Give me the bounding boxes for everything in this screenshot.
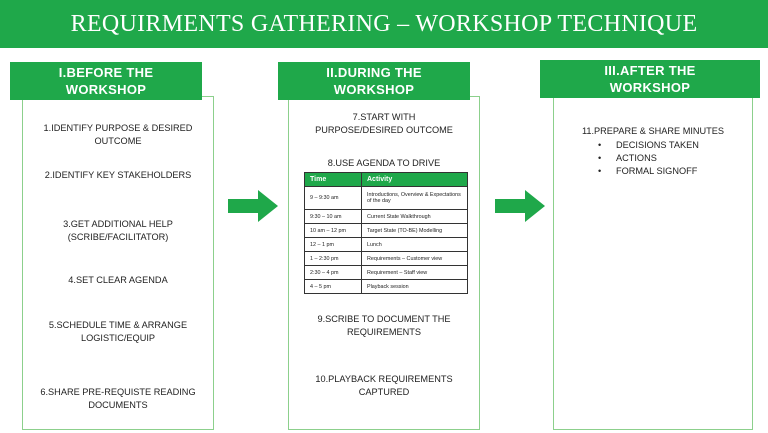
heading-line: WORKSHOP: [333, 82, 415, 97]
table-row: 4 – 5 pm Playback session: [304, 279, 468, 294]
arrow-right-icon: [495, 190, 545, 222]
step-text: DOCUMENTS: [88, 400, 148, 410]
table-header-row: Time Activity: [304, 172, 468, 187]
list-item: DECISIONS TAKEN: [598, 139, 699, 152]
step-text: 8.USE AGENDA TO DRIVE: [327, 158, 441, 168]
time-cell: 1 – 2:30 pm: [304, 251, 362, 266]
step-10: 10.PLAYBACK REQUIREMENTS CAPTURED: [278, 373, 490, 399]
step-7: 7.START WITH PURPOSE/DESIRED OUTCOME: [278, 111, 490, 137]
step-text: 6.SHARE PRE-REQUISTE READING: [40, 387, 196, 397]
step-text: PURPOSE/DESIRED OUTCOME: [315, 125, 453, 135]
step-3: 3.GET ADDITIONAL HELP (SCRIBE/FACILITATO…: [22, 218, 214, 244]
step-text: 9.SCRIBE TO DOCUMENT THE: [317, 314, 451, 324]
column-header-activity: Activity: [361, 172, 468, 187]
before-workshop-panel: [22, 96, 214, 430]
heading-line: WORKSHOP: [65, 82, 147, 97]
step-11: 11.PREPARE & SHARE MINUTES: [553, 125, 753, 138]
activity-cell: Target State (TO-BE) Modelling: [361, 223, 468, 238]
time-cell: 9 – 9:30 am: [304, 186, 362, 210]
step-text: CAPTURED: [358, 387, 410, 397]
step-text: REQUIREMENTS: [346, 327, 422, 337]
activity-cell: Lunch: [361, 237, 468, 252]
after-workshop-heading: III.AFTER THE WORKSHOP: [540, 60, 760, 98]
time-cell: 2:30 – 4 pm: [304, 265, 362, 280]
list-item: FORMAL SIGNOFF: [598, 165, 699, 178]
step-text: 2.IDENTIFY KEY STAKEHOLDERS: [44, 170, 192, 180]
activity-cell: Introductions, Overview & Expectations o…: [361, 186, 468, 210]
activity-cell: Playback session: [361, 279, 468, 294]
step-9: 9.SCRIBE TO DOCUMENT THE REQUIREMENTS: [278, 313, 490, 339]
table-row: 12 – 1 pm Lunch: [304, 237, 468, 252]
table-row: 1 – 2:30 pm Requirements – Customer view: [304, 251, 468, 266]
heading-line: II.DURING THE: [326, 65, 422, 80]
step-6: 6.SHARE PRE-REQUISTE READING DOCUMENTS: [22, 386, 214, 412]
step-text: 5.SCHEDULE TIME & ARRANGE: [48, 320, 188, 330]
activity-cell: Requirement – Staff view: [361, 265, 468, 280]
step-text: OUTCOME: [94, 136, 142, 146]
step-text: 11.PREPARE & SHARE MINUTES: [581, 126, 725, 136]
step-text: (SCRIBE/FACILITATOR): [67, 232, 169, 242]
step-text: 4.SET CLEAR AGENDA: [68, 275, 168, 285]
list-item: ACTIONS: [598, 152, 699, 165]
time-cell: 12 – 1 pm: [304, 237, 362, 252]
table-row: 9:30 – 10 am Current State Walkthrough: [304, 209, 468, 224]
time-cell: 9:30 – 10 am: [304, 209, 362, 224]
step-2: 2.IDENTIFY KEY STAKEHOLDERS: [22, 169, 214, 182]
arrow-right-icon: [228, 190, 278, 222]
table-row: 2:30 – 4 pm Requirement – Staff view: [304, 265, 468, 280]
heading-line: WORKSHOP: [609, 80, 691, 95]
agenda-table: Time Activity 9 – 9:30 am Introductions,…: [304, 172, 468, 294]
time-cell: 10 am – 12 pm: [304, 223, 362, 238]
step-5: 5.SCHEDULE TIME & ARRANGE LOGISTIC/EQUIP: [22, 319, 214, 345]
step-text: 7.START WITH: [352, 112, 416, 122]
heading-line: III.AFTER THE: [604, 63, 696, 78]
step-1: 1.IDENTIFY PURPOSE & DESIRED OUTCOME: [22, 122, 214, 148]
table-row: 9 – 9:30 am Introductions, Overview & Ex…: [304, 186, 468, 210]
step-text: 3.GET ADDITIONAL HELP: [63, 219, 173, 229]
step-text: LOGISTIC/EQUIP: [80, 333, 156, 343]
step-4: 4.SET CLEAR AGENDA: [22, 274, 214, 287]
activity-cell: Current State Walkthrough: [361, 209, 468, 224]
activity-cell: Requirements – Customer view: [361, 251, 468, 266]
table-row: 10 am – 12 pm Target State (TO-BE) Model…: [304, 223, 468, 238]
time-cell: 4 – 5 pm: [304, 279, 362, 294]
during-workshop-heading: II.DURING THE WORKSHOP: [278, 62, 470, 100]
before-workshop-heading: I.BEFORE THE WORKSHOP: [10, 62, 202, 100]
heading-line: I.BEFORE THE: [58, 65, 154, 80]
minutes-bullet-list: DECISIONS TAKEN ACTIONS FORMAL SIGNOFF: [598, 139, 699, 178]
page-title: REQUIRMENTS GATHERING – WORKSHOP TECHNIQ…: [0, 0, 768, 48]
column-header-time: Time: [304, 172, 362, 187]
step-text: 10.PLAYBACK REQUIREMENTS: [315, 374, 453, 384]
step-text: 1.IDENTIFY PURPOSE & DESIRED: [43, 123, 193, 133]
step-8: 8.USE AGENDA TO DRIVE: [288, 157, 480, 170]
